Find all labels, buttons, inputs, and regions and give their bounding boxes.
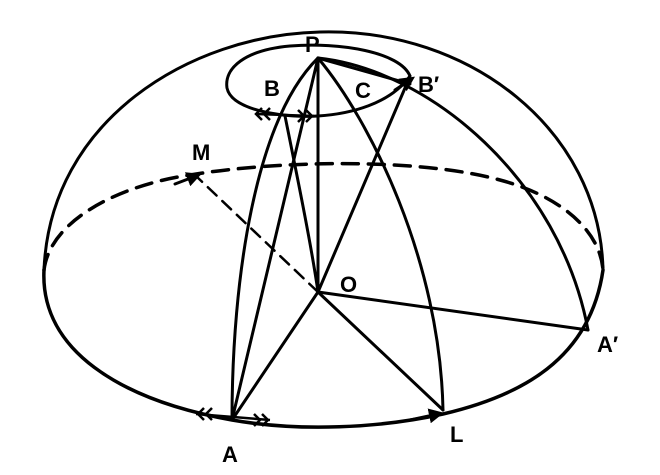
line-O-Aprime bbox=[316, 290, 590, 332]
line-O-Bprime bbox=[316, 86, 407, 294]
label-A-prime: A′ bbox=[597, 332, 618, 357]
label-M: M bbox=[192, 140, 210, 165]
meridian-P-Aprime bbox=[316, 56, 590, 332]
line-O-A bbox=[230, 290, 320, 422]
line-O-L bbox=[316, 290, 445, 412]
line-O-M bbox=[194, 174, 320, 294]
label-L: L bbox=[450, 422, 463, 447]
equator-back-arc bbox=[42, 161, 605, 272]
meridian-P-L bbox=[316, 56, 445, 412]
line-P-A bbox=[230, 56, 320, 422]
label-C: C bbox=[355, 78, 371, 103]
label-A: A bbox=[222, 442, 238, 467]
meridian-P-A bbox=[230, 56, 320, 422]
arrow-on-polar-circle bbox=[393, 76, 415, 92]
label-B-prime: B′ bbox=[418, 72, 439, 97]
label-B: B bbox=[264, 76, 280, 101]
polar-small-circle bbox=[225, 43, 412, 118]
equator-front-arc bbox=[42, 268, 605, 429]
label-O: O bbox=[340, 272, 357, 297]
arrow-toward-L bbox=[408, 408, 444, 424]
label-P: P bbox=[305, 32, 320, 57]
arrow-toward-M bbox=[173, 172, 202, 187]
dome-outline bbox=[42, 30, 605, 272]
double-arrow-marks bbox=[195, 107, 315, 427]
arc-B-O bbox=[283, 114, 320, 294]
